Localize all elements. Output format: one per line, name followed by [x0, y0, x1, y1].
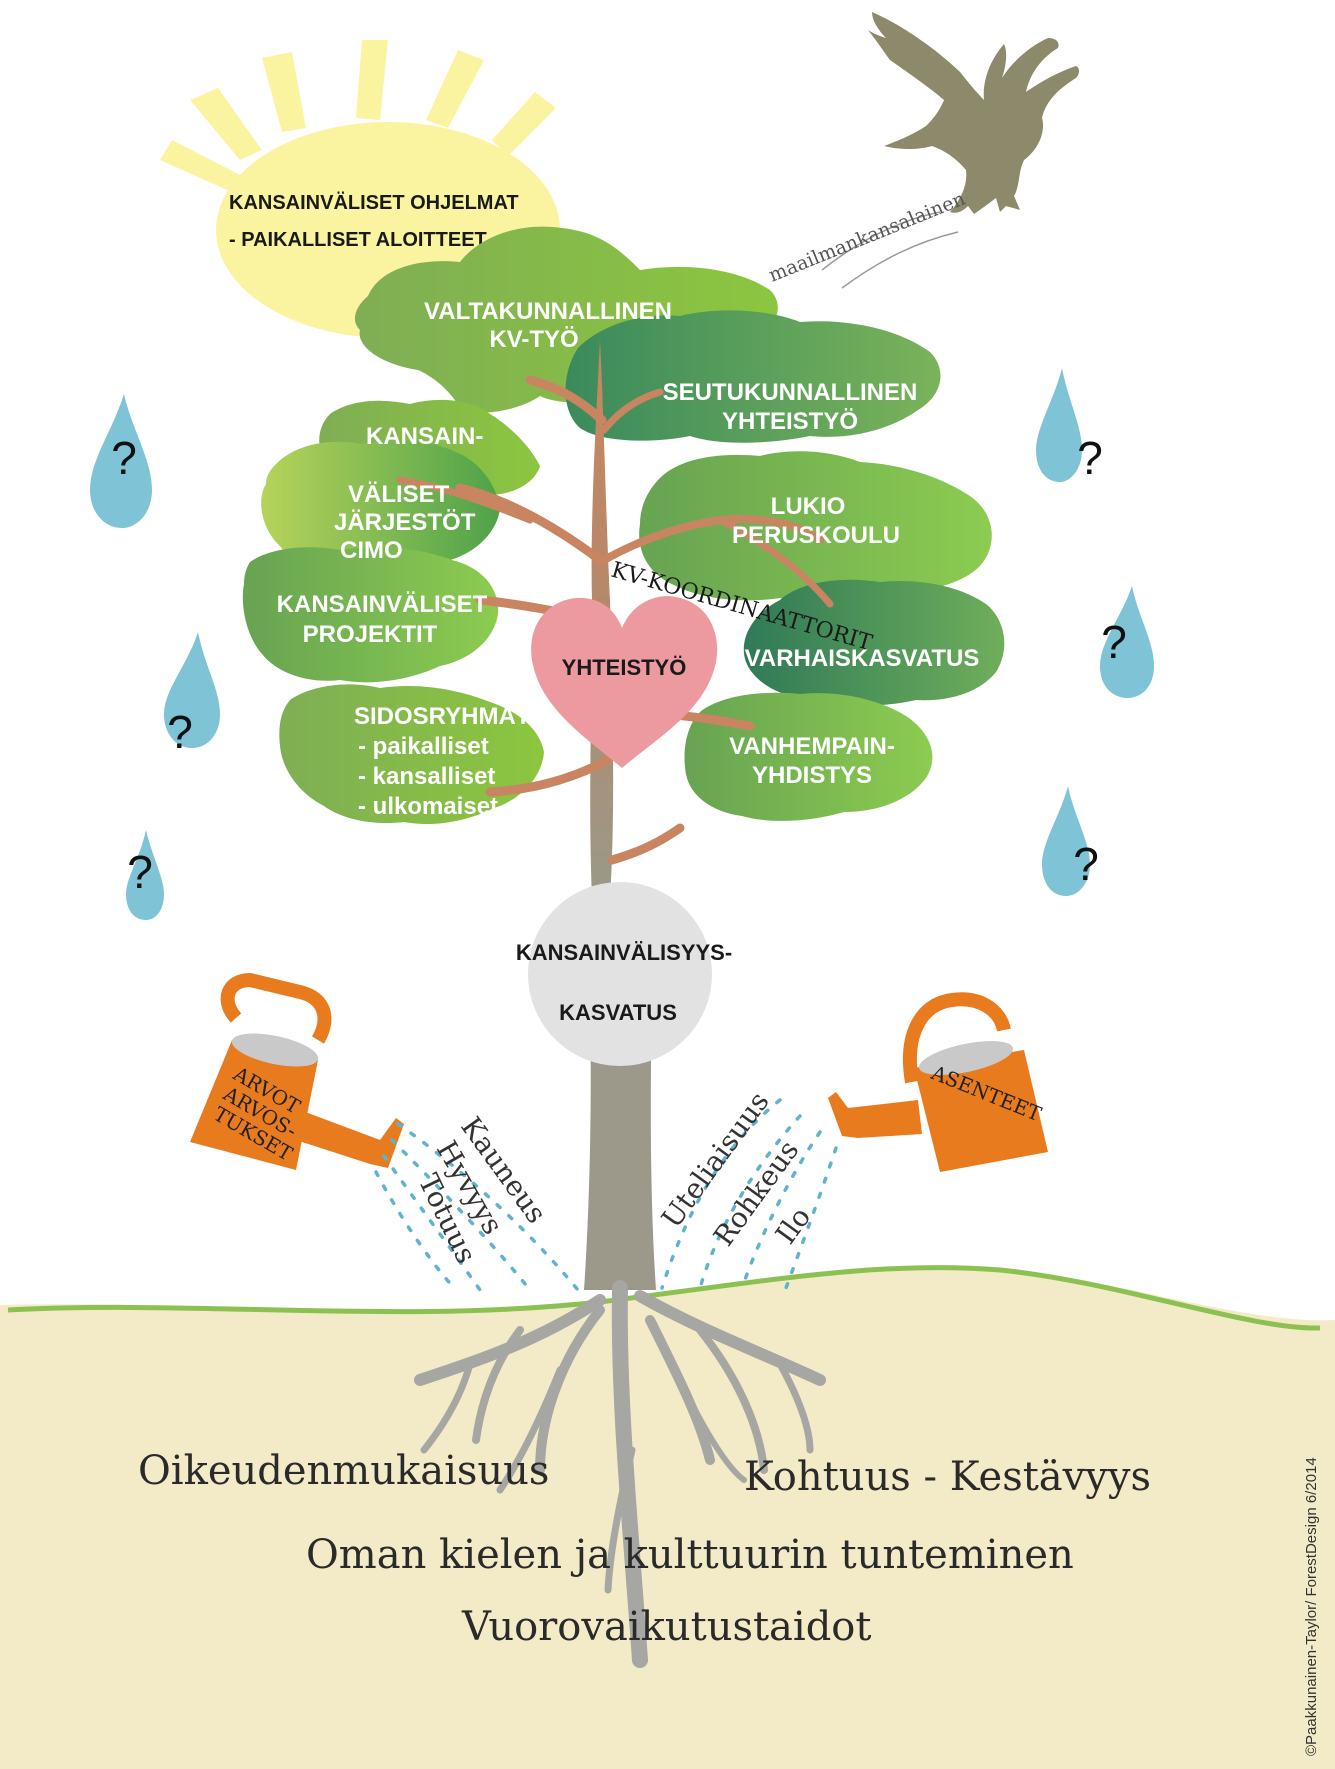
root-text-right: Kohtuus - Kestävyys [744, 1454, 1151, 1500]
sun-rays [160, 40, 556, 194]
label-valiset-3: CIMO [340, 537, 403, 564]
label-lukio-1: LUKIO [771, 493, 846, 520]
label-valtakunnallinen-1: VALTAKUNNALLINEN [424, 298, 672, 325]
education-circle [528, 882, 712, 1066]
raindrop-1-question: ? [111, 432, 137, 484]
leaf-valiset [261, 439, 500, 572]
raindrop-6: ? [1042, 786, 1099, 896]
label-valiset-1: VÄLISET [348, 481, 450, 508]
leaf-seutukunnallinen [565, 310, 941, 443]
copyright: ©Paakkunainen-Taylor/ ForestDesign 6/201… [1303, 1457, 1320, 1756]
root-text-bottom: Vuorovaikutustaidot [461, 1604, 871, 1650]
label-sidosryhmat-4: - ulkomaiset [358, 793, 498, 820]
label-varhaiskasvatus: VARHAISKASVATUS [745, 645, 980, 672]
heart [531, 596, 718, 768]
circle-label-1: KANSAINVÄLISYYS- [516, 940, 732, 965]
soil [0, 1265, 1335, 1769]
raindrop-1: ? [90, 394, 152, 528]
label-kansain: KANSAIN- [366, 423, 483, 450]
label-seutukunnallinen-1: SEUTUKUNNALLINEN [663, 379, 918, 406]
heart-label: YHTEISTYÖ [562, 655, 687, 680]
leaf-sidosryhmat [279, 684, 544, 825]
tree-trunk-lower [584, 1000, 656, 1290]
label-projektit-1: KANSAINVÄLISET [277, 591, 488, 618]
raindrop-3-question: ? [127, 846, 153, 898]
root-text-middle: Oman kielen ja kulttuurin tunteminen [306, 1532, 1074, 1578]
sun-line-2: - PAIKALLISET ALOITTEET [229, 229, 487, 251]
raindrop-2: ? [164, 632, 220, 758]
flight-line-2 [841, 231, 959, 289]
water-spray-left [374, 1122, 580, 1292]
label-vanhempain-1: VANHEMPAIN- [729, 733, 895, 760]
watering-can-right [828, 992, 1048, 1172]
flight-line-1 [821, 211, 941, 271]
raindrop-3: ? [126, 830, 164, 920]
raindrop-4-question: ? [1077, 432, 1103, 484]
leaf-lukio [639, 451, 992, 603]
watering-can-left [190, 972, 404, 1170]
raindrop-2-question: ? [167, 706, 193, 758]
tree-roots [414, 1280, 826, 1668]
eagle-icon [868, 12, 1079, 214]
label-valtakunnallinen-2: KV-TYÖ [489, 326, 578, 353]
label-sidosryhmat-1: SIDOSRYHMÄT [354, 703, 531, 730]
raindrop-4: ? [1036, 368, 1103, 484]
raindrop-6-question: ? [1073, 838, 1099, 890]
label-lukio-2: PERUSKOULU [732, 522, 900, 549]
sun-line-1: KANSAINVÄLISET OHJELMAT [229, 191, 519, 214]
water-spray-right [660, 1098, 838, 1290]
raindrop-5: ? [1100, 586, 1154, 698]
raindrop-5-question: ? [1101, 616, 1127, 668]
tree-branches [396, 375, 834, 865]
label-projektit-2: PROJEKTIT [303, 621, 438, 648]
leaf-varhaiskasvatus [743, 579, 1005, 706]
label-seutukunnallinen-2: YHTEISTYÖ [722, 408, 858, 435]
root-text-left: Oikeudenmukaisuus [138, 1448, 549, 1494]
label-sidosryhmat-2: - paikalliset [358, 733, 489, 760]
grass-line [7, 1265, 1321, 1331]
label-vanhempain-2: YHDISTYS [752, 762, 872, 789]
label-sidosryhmat-3: - kansalliset [358, 763, 495, 790]
leaf-projektit [242, 547, 499, 683]
label-valiset-2: JÄRJESTÖT [334, 509, 476, 536]
circle-label-2: KASVATUS [559, 1000, 677, 1025]
spray-right-3: Ilo [769, 1201, 817, 1250]
